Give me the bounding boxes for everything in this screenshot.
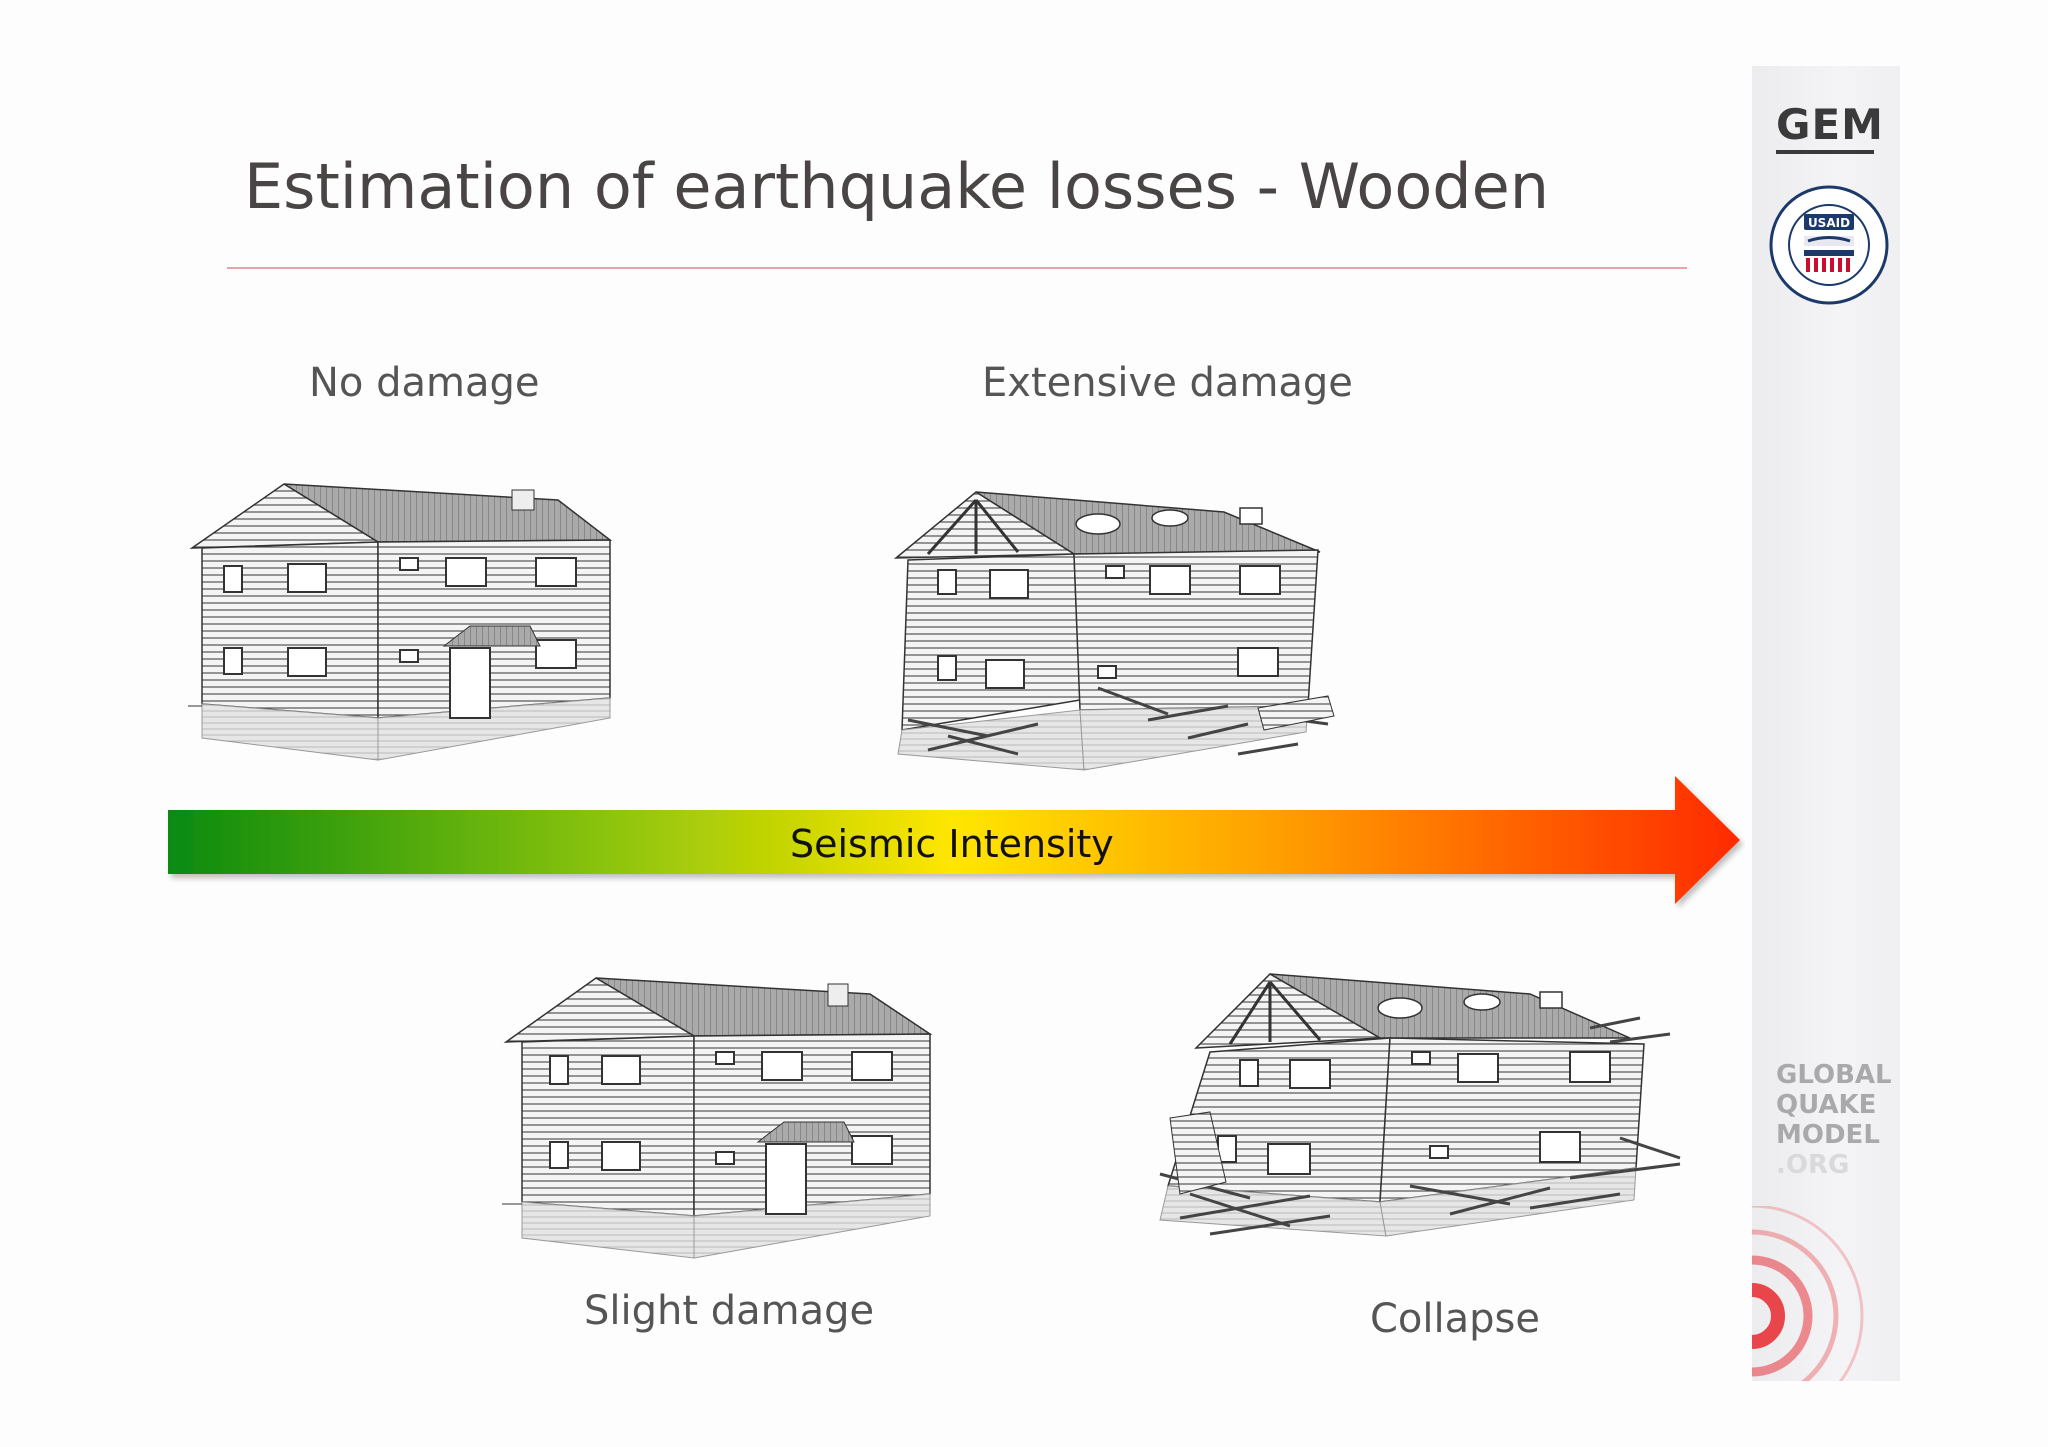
seismic-rings-graphic: [1752, 1206, 1864, 1381]
global-quake-model-logo: GLOBAL QUAKE MODEL .ORG: [1776, 1060, 1892, 1180]
house-no-damage-illustration: [188, 483, 613, 761]
label-no-damage: No damage: [309, 360, 540, 406]
house-extensive-damage-illustration: [893, 491, 1335, 771]
house-slight-damage-illustration: [502, 977, 933, 1259]
usaid-text: USAID: [1808, 216, 1850, 230]
label-collapse: Collapse: [1370, 1296, 1540, 1342]
seismic-intensity-arrow: [168, 776, 1740, 904]
label-slight-damage: Slight damage: [584, 1288, 875, 1334]
house-collapse-illustration: [1159, 973, 1681, 1237]
branding-sidebar: GEM USAID GLOBAL QUAKE MODEL .ORG: [1752, 66, 1900, 1381]
gqm-line-model: MODEL: [1776, 1120, 1880, 1150]
slide-title: Estimation of earthquake losses - Wooden: [244, 150, 1550, 223]
label-extensive-damage: Extensive damage: [982, 360, 1353, 406]
gqm-line-global: GLOBAL: [1776, 1060, 1892, 1090]
gqm-line-quake: QUAKE: [1776, 1090, 1877, 1120]
gqm-line-org: .ORG: [1776, 1150, 1850, 1180]
gem-logo: GEM: [1776, 100, 1884, 149]
usaid-seal-logo: USAID: [1769, 185, 1889, 305]
seismic-intensity-label: Seismic Intensity: [790, 822, 1114, 866]
gem-logo-underline: [1776, 150, 1874, 154]
title-divider: [227, 267, 1687, 269]
